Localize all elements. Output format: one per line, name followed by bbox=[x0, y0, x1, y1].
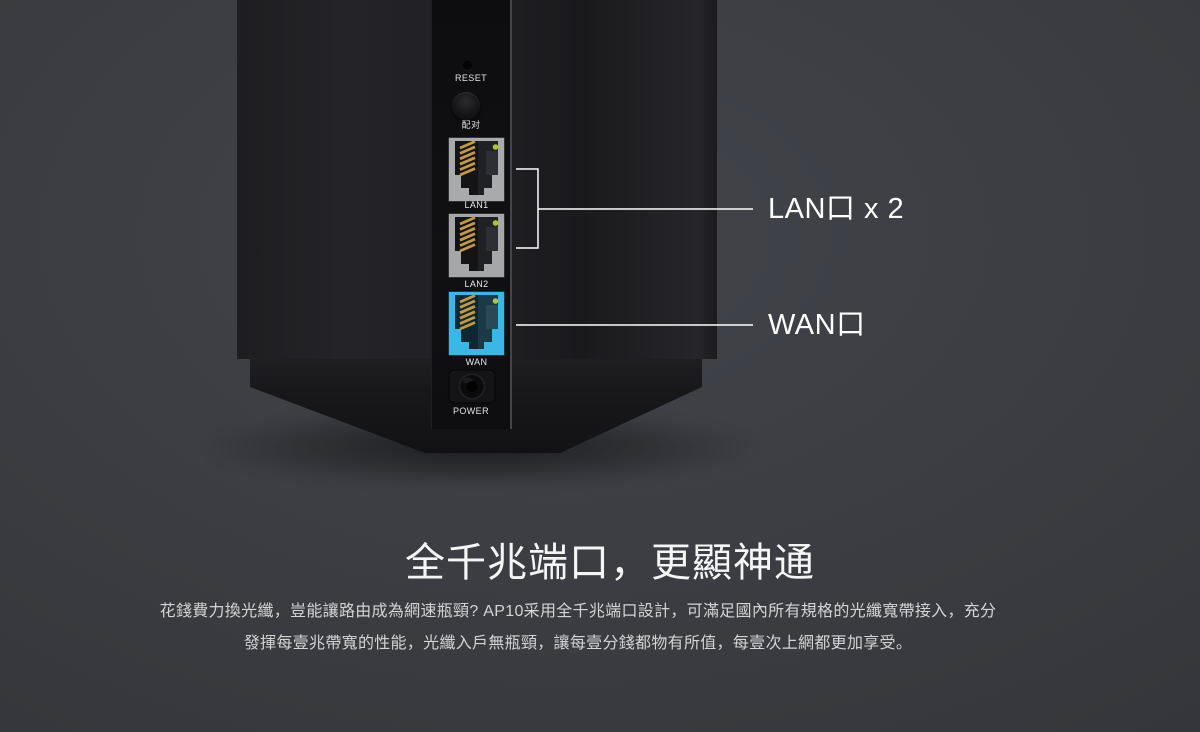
power-label: POWER bbox=[452, 406, 489, 416]
lan-callout-label: LAN口 x 2 bbox=[768, 193, 905, 225]
section-heading: 全千兆端口，更顯神通 bbox=[405, 541, 815, 585]
section-body-line1: 花錢費力換光纖，豈能讓路由成為網速瓶頸? AP10采用全千兆端口設計，可滿足國內… bbox=[159, 603, 997, 620]
lan1-led bbox=[492, 144, 499, 150]
lan1-port-icon bbox=[448, 137, 505, 202]
power-jack-icon bbox=[448, 369, 496, 404]
reset-pinhole-icon bbox=[463, 61, 472, 70]
wan-led bbox=[492, 298, 499, 304]
pair-label: 配对 bbox=[461, 120, 481, 130]
pair-button bbox=[452, 92, 480, 120]
section-body-line2: 發揮每壹兆帶寬的性能，光纖入戶無瓶頸，讓每壹分錢都物有所值，每壹次上網都更加享受… bbox=[243, 635, 913, 652]
device-rear-panel: RESET 配对 LAN1 bbox=[431, 0, 512, 429]
lan2-port-icon bbox=[448, 213, 505, 278]
reset-label: RESET bbox=[454, 73, 487, 83]
wan-callout-label: WAN口 bbox=[768, 309, 866, 341]
section-body: 花錢費力換光纖，豈能讓路由成為網速瓶頸? AP10采用全千兆端口設計，可滿足國內… bbox=[0, 596, 1178, 660]
lan2-label: LAN2 bbox=[464, 279, 489, 289]
wan-port-icon bbox=[448, 291, 505, 356]
lan1-label: LAN1 bbox=[464, 200, 489, 210]
lan2-led bbox=[492, 220, 499, 226]
wan-label: WAN bbox=[465, 357, 488, 367]
